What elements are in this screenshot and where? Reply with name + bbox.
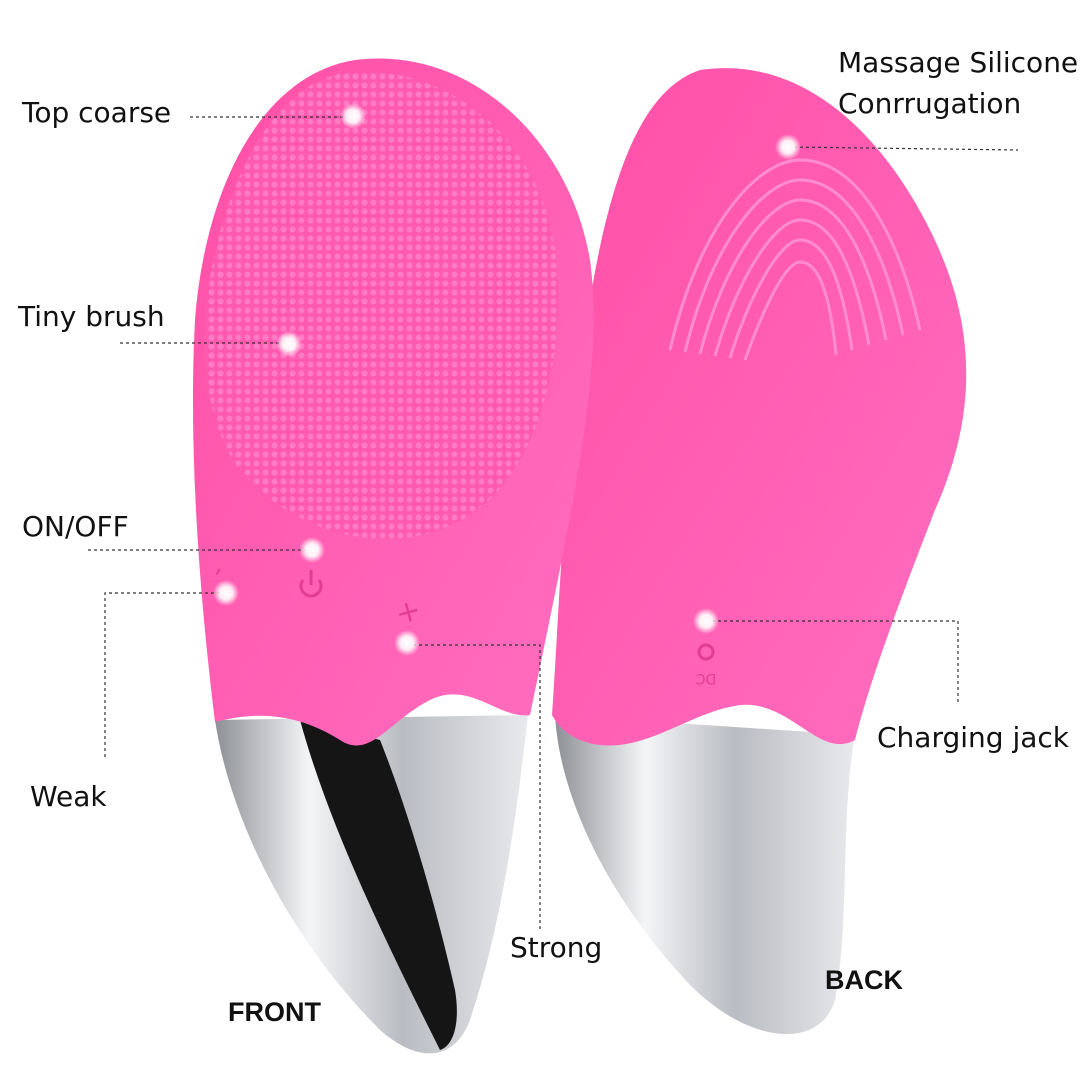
back-silver-tip bbox=[555, 715, 855, 1035]
hotspot-top-coarse bbox=[340, 103, 366, 129]
label-strong: Strong bbox=[510, 931, 603, 964]
charging-port-icon bbox=[697, 643, 715, 661]
hotspot-dots bbox=[213, 103, 801, 656]
label-top-coarse: Top coarse bbox=[22, 96, 172, 129]
label-front: FRONT bbox=[228, 997, 321, 1027]
hotspot-massage bbox=[775, 134, 801, 160]
hotspot-on-off bbox=[299, 537, 325, 563]
back-pink-body bbox=[552, 68, 967, 746]
power-icon bbox=[299, 570, 323, 598]
label-massage-line2: Conrrugation bbox=[838, 87, 1022, 120]
label-charging-jack: Charging jack bbox=[877, 721, 1069, 754]
hotspot-charging bbox=[693, 608, 719, 634]
label-weak: Weak bbox=[30, 780, 107, 813]
label-tiny-brush: Tiny brush bbox=[18, 300, 165, 333]
label-back: BACK bbox=[825, 965, 903, 995]
massage-corrugation-lines bbox=[668, 158, 922, 361]
front-dark-reflection bbox=[300, 720, 457, 1050]
label-massage-line1: Massage Silicone bbox=[838, 46, 1079, 79]
label-on-off: ON/OFF bbox=[22, 510, 129, 543]
leader-lines bbox=[88, 116, 1019, 930]
back-device: DC bbox=[552, 68, 967, 1035]
hotspot-weak bbox=[213, 580, 239, 606]
front-device: + - bbox=[192, 58, 594, 1054]
hotspot-tiny-brush bbox=[276, 331, 302, 357]
hotspot-strong bbox=[394, 630, 420, 656]
dc-mark: DC bbox=[696, 670, 717, 686]
